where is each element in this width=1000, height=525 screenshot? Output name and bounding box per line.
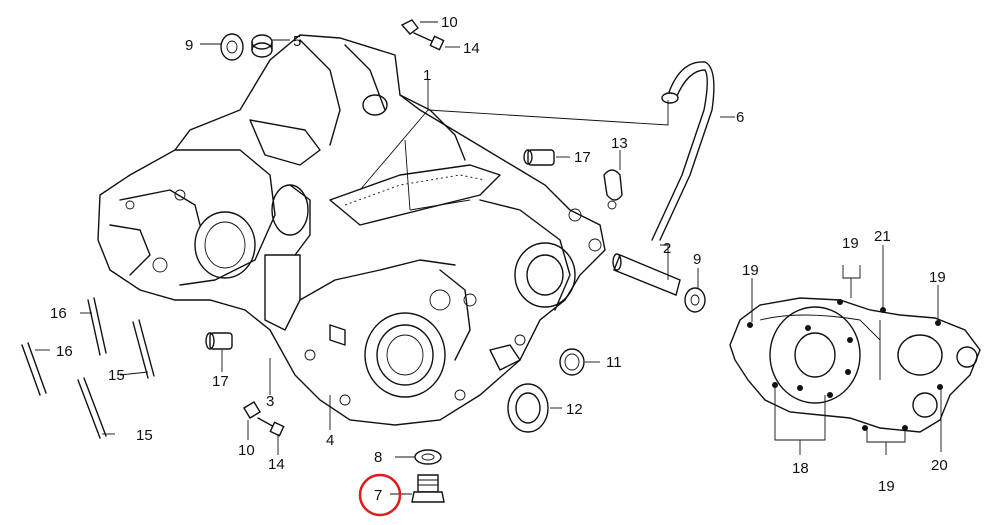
callout-18: 18 (792, 460, 809, 477)
washer-9-top (220, 33, 244, 61)
bolt-14-bottom (257, 417, 285, 437)
callout-14-bottom: 14 (268, 456, 285, 473)
left-crankcase-half (97, 34, 606, 426)
callout-21: 21 (874, 228, 891, 245)
callout-19-b: 19 (842, 235, 859, 252)
callout-13: 13 (611, 135, 628, 152)
callout-9-right: 9 (693, 251, 701, 268)
oil-seal-11 (559, 348, 585, 376)
callout-labels: 9 5 10 14 1 6 17 13 2 9 11 12 16 16 15 1… (50, 14, 948, 504)
callout-9-top: 9 (185, 37, 193, 54)
dowel-pin-5 (251, 34, 273, 58)
callout-19-a: 19 (742, 262, 759, 279)
callout-10-top: 10 (441, 14, 458, 31)
washer-9-right (684, 287, 706, 313)
callout-10-bottom: 10 (238, 442, 255, 459)
oil-seal-12 (507, 383, 549, 433)
callout-15-bottom: 15 (136, 427, 153, 444)
callout-19-c: 19 (929, 269, 946, 286)
drain-bolt-7 (411, 474, 445, 503)
callout-3: 3 (266, 393, 274, 410)
callout-2: 2 (663, 240, 671, 257)
callout-7: 7 (374, 487, 382, 504)
callout-11: 11 (606, 354, 622, 371)
clip-10-bottom (243, 401, 261, 419)
callout-20: 20 (931, 457, 948, 474)
callout-17-bottom: 17 (212, 373, 229, 390)
callout-19-d: 19 (878, 478, 895, 495)
callout-17-top: 17 (574, 149, 591, 166)
callout-1: 1 (423, 67, 431, 84)
washer-8 (414, 449, 442, 465)
callout-8: 8 (374, 449, 382, 466)
callout-5: 5 (293, 33, 301, 50)
dowel-sleeve-17-bottom (205, 332, 233, 350)
callout-15-mid: 15 (108, 367, 125, 384)
bolt-14-top (413, 32, 445, 51)
callout-12: 12 (566, 401, 583, 418)
highlight-circle-part-7 (358, 473, 402, 517)
breather-tube-6 (651, 61, 715, 241)
callout-16-left: 16 (56, 343, 73, 360)
callout-6: 6 (736, 109, 744, 126)
shaft-2 (612, 253, 681, 296)
clip-10-top (400, 19, 419, 35)
leader-lines (35, 21, 942, 495)
callout-16-top: 16 (50, 305, 67, 322)
dowel-sleeve-17-top (523, 149, 555, 166)
callout-14-top: 14 (463, 40, 480, 57)
hose-clamp-13 (603, 169, 623, 210)
stud-bolts (21, 297, 155, 439)
callout-4: 4 (326, 432, 334, 449)
crankcase-side-view (729, 297, 981, 433)
